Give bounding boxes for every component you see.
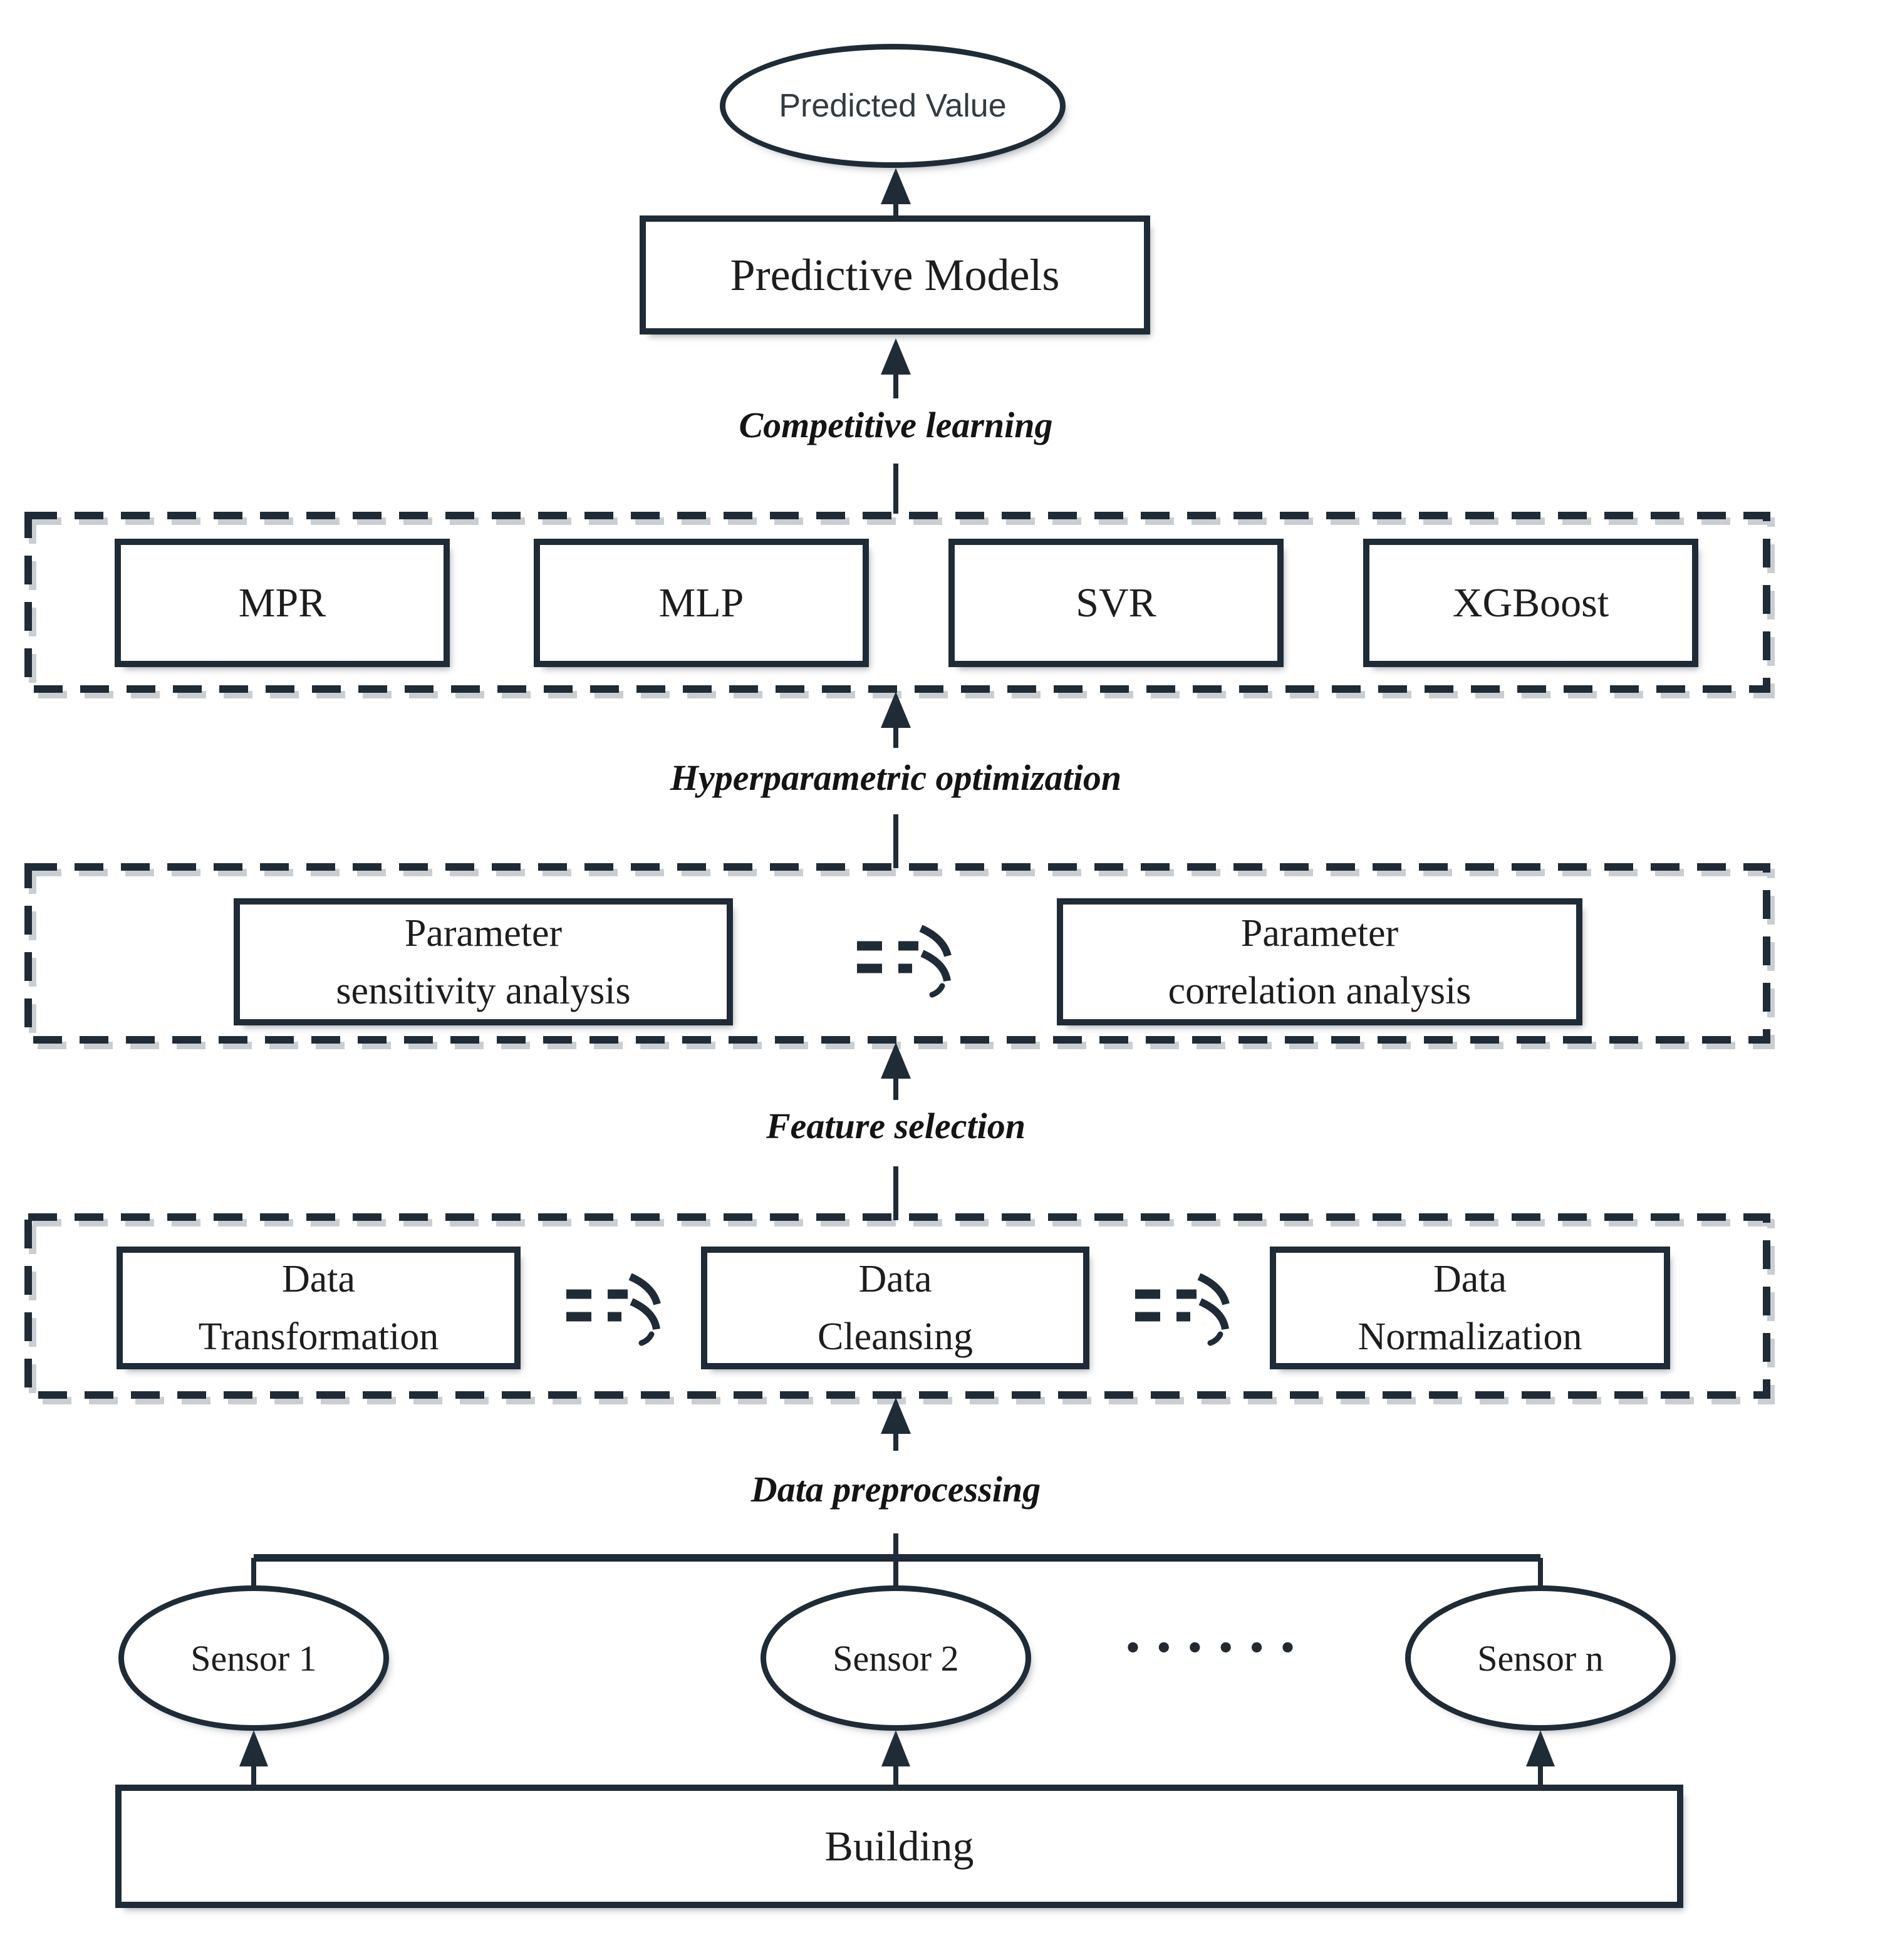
flow-label-data-preprocessing: Data preprocessing bbox=[750, 1469, 1041, 1510]
node-parameter-correlation-analysis: Parameter correlation analysis bbox=[1057, 898, 1582, 1025]
node-parameter-sensitivity-line2: sensitivity analysis bbox=[336, 969, 631, 1012]
node-model-svr: SVR bbox=[948, 539, 1284, 667]
flow-label-feature-selection: Feature selection bbox=[766, 1106, 1026, 1146]
arrow-building-to-sensor-1 bbox=[239, 1730, 268, 1786]
arrow-predictive-to-predicted bbox=[881, 168, 911, 217]
models-dashed-group bbox=[24, 512, 1770, 693]
sensor-ellipsis-dots: •••••• bbox=[1123, 1614, 1311, 1683]
flow-label-hyperparametric-optimization: Hyperparametric optimization bbox=[670, 757, 1122, 798]
node-building-label: Building bbox=[824, 1822, 974, 1870]
dashed-arrow-sensitivity-to-correlation bbox=[857, 928, 948, 995]
node-data-cleansing: Data Cleansing bbox=[701, 1247, 1089, 1369]
node-predictive-models: Predictive Models bbox=[640, 215, 1150, 334]
dashed-box-shadows bbox=[29, 517, 1775, 1404]
node-model-mpr: MPR bbox=[115, 539, 450, 667]
node-data-normalization-line1: Data bbox=[1433, 1258, 1507, 1300]
dashed-arrow-transformation-to-cleansing bbox=[566, 1277, 657, 1343]
dashed-arrow-cleansing-to-normalization bbox=[1135, 1277, 1226, 1343]
node-data-normalization-line2: Normalization bbox=[1358, 1315, 1582, 1358]
node-data-normalization: Data Normalization bbox=[1270, 1247, 1670, 1369]
node-data-cleansing-line1: Data bbox=[858, 1258, 932, 1300]
node-predicted-value-label: Predicted Value bbox=[779, 88, 1007, 124]
node-parameter-correlation-line2: correlation analysis bbox=[1168, 969, 1472, 1012]
node-data-transformation: Data Transformation bbox=[117, 1247, 521, 1369]
node-parameter-correlation-line1: Parameter bbox=[1240, 911, 1399, 955]
node-sensor-1-label: Sensor 1 bbox=[190, 1637, 317, 1679]
node-parameter-sensitivity-line1: Parameter bbox=[404, 911, 563, 955]
node-model-xgboost-label: XGBoost bbox=[1452, 579, 1609, 626]
node-predictive-models-label: Predictive Models bbox=[730, 249, 1060, 300]
connector-feature-selection bbox=[881, 1042, 911, 1220]
node-data-transformation-line1: Data bbox=[281, 1258, 356, 1300]
node-sensor-1: Sensor 1 bbox=[118, 1585, 389, 1731]
node-sensor-n-label: Sensor n bbox=[1477, 1637, 1604, 1679]
node-sensor-n: Sensor n bbox=[1405, 1585, 1676, 1731]
node-data-cleansing-line2: Cleansing bbox=[818, 1315, 973, 1358]
node-predicted-value: Predicted Value bbox=[720, 44, 1066, 168]
flow-label-competitive-learning: Competitive learning bbox=[739, 405, 1053, 445]
arrow-building-to-sensor-2 bbox=[881, 1730, 910, 1786]
node-sensor-2-label: Sensor 2 bbox=[833, 1637, 959, 1679]
parameter-analysis-dashed-group bbox=[24, 863, 1770, 1044]
sensor-collector-line bbox=[251, 1554, 1543, 1587]
preprocessing-dashed-group bbox=[24, 1213, 1770, 1399]
node-building: Building bbox=[115, 1785, 1683, 1908]
node-data-transformation-line2: Transformation bbox=[198, 1315, 439, 1358]
node-model-mpr-label: MPR bbox=[238, 579, 326, 626]
node-model-mlp: MLP bbox=[534, 539, 869, 667]
connector-competitive-learning bbox=[881, 338, 911, 514]
node-sensor-2: Sensor 2 bbox=[761, 1585, 1031, 1731]
sensor-ellipsis-dots-text: •••••• bbox=[1123, 1631, 1310, 1665]
node-parameter-sensitivity-analysis: Parameter sensitivity analysis bbox=[234, 898, 733, 1025]
node-model-svr-label: SVR bbox=[1076, 579, 1156, 626]
connector-hyperparametric-optimization bbox=[881, 692, 911, 868]
arrow-building-to-sensor-n bbox=[1526, 1730, 1555, 1786]
node-model-mlp-label: MLP bbox=[658, 579, 744, 626]
node-model-xgboost: XGBoost bbox=[1363, 539, 1698, 667]
